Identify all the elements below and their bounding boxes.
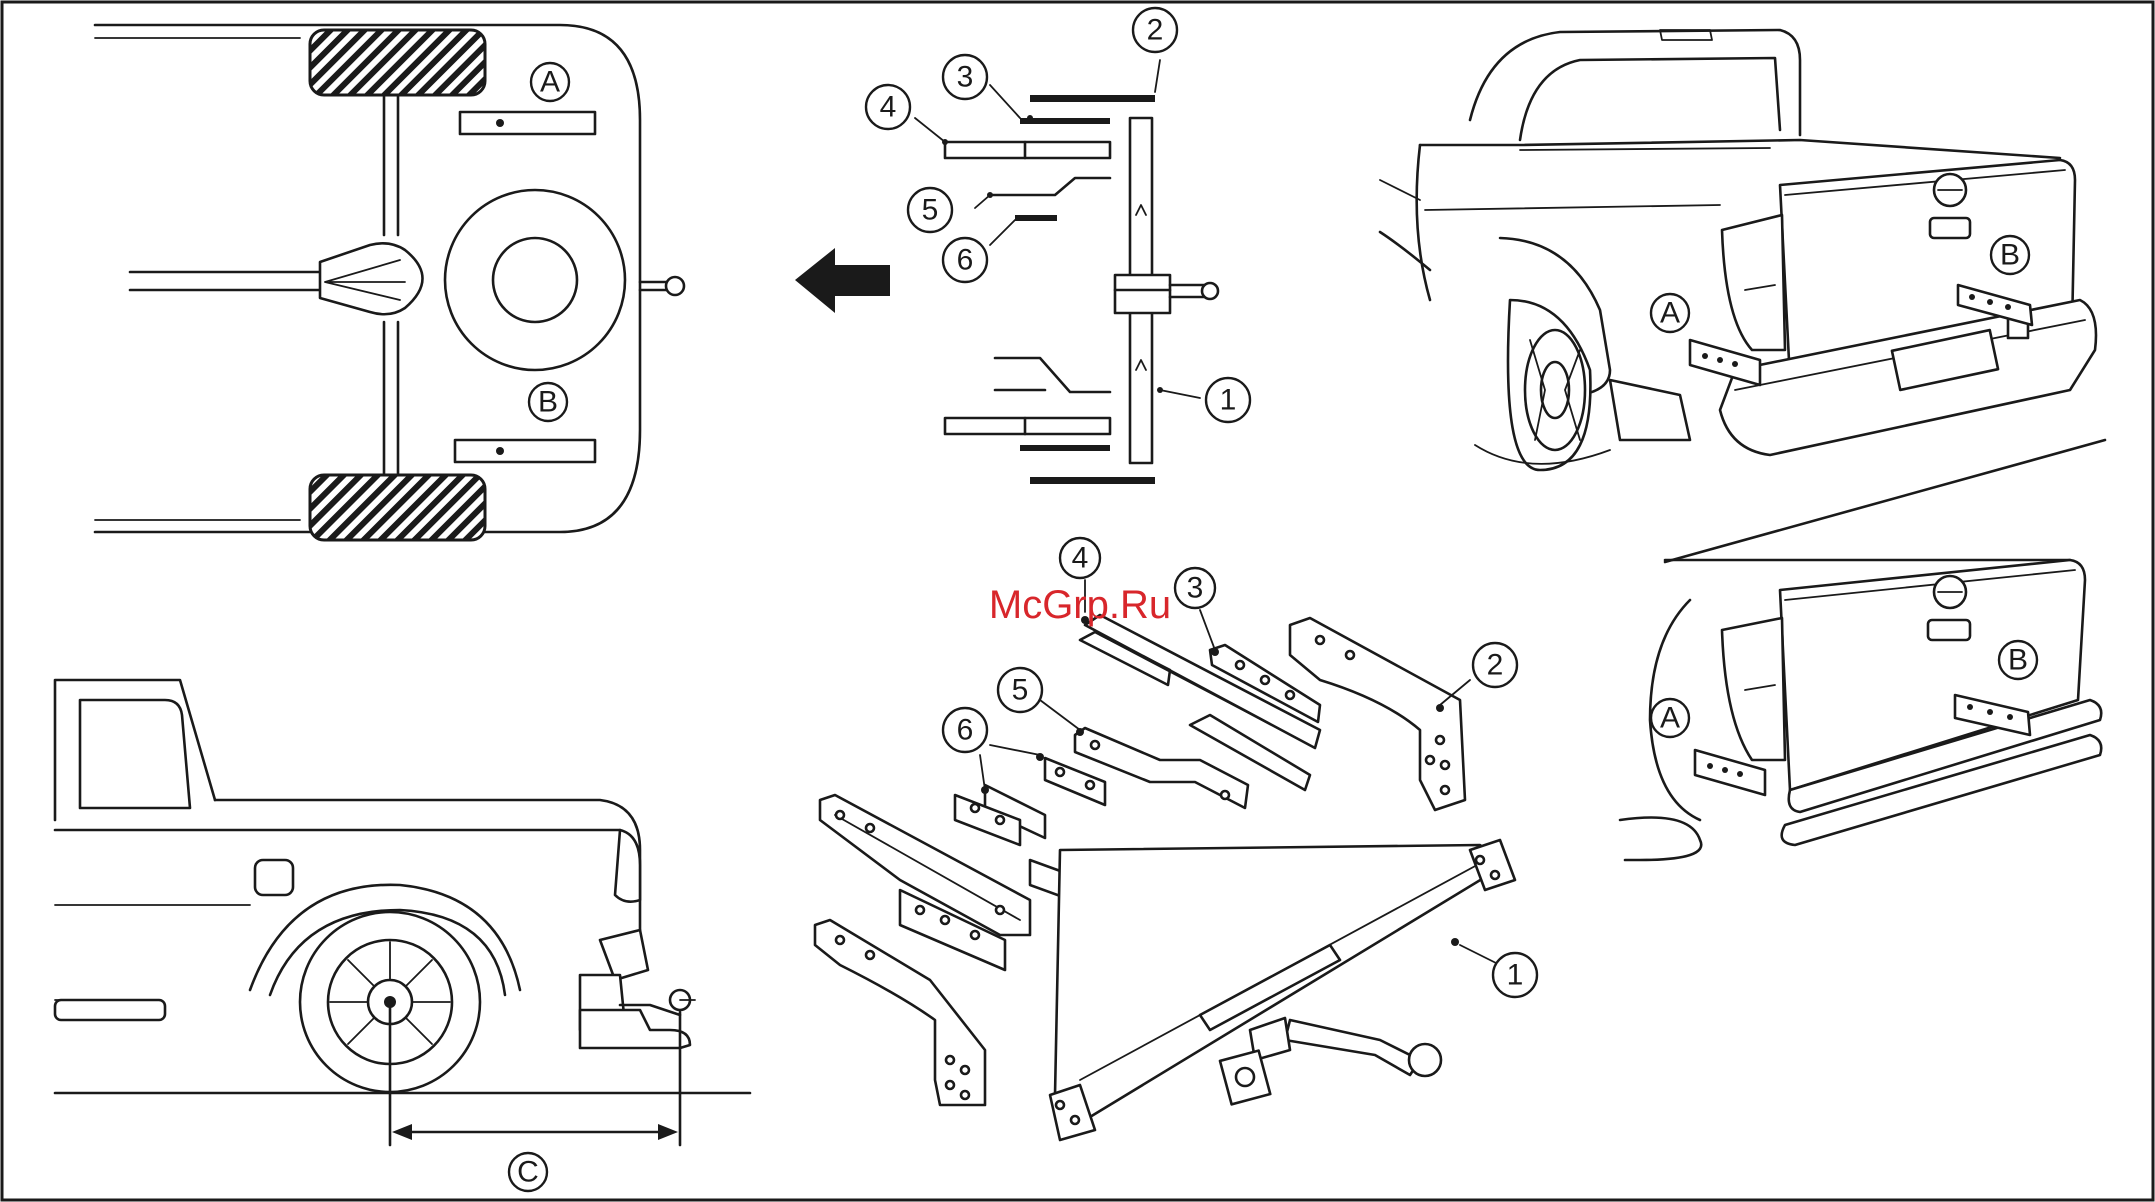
svg-text:2: 2 — [1147, 14, 1164, 47]
label-part-6-exploded: 6 — [943, 708, 987, 752]
svg-text:6: 6 — [957, 714, 974, 747]
side-view: C — [55, 680, 750, 1191]
svg-text:4: 4 — [1072, 542, 1089, 575]
svg-text:5: 5 — [1012, 674, 1029, 707]
label-part-5-exploded: 5 — [998, 668, 1042, 712]
tire-bottom — [310, 475, 485, 540]
svg-text:1: 1 — [1507, 959, 1524, 992]
svg-text:A: A — [540, 66, 560, 99]
pickup-rear-view: A B — [1380, 30, 2096, 470]
watermark: McGrp.Ru — [989, 583, 1171, 627]
svg-text:3: 3 — [957, 61, 974, 94]
label-b-closeup: B — [1999, 641, 2037, 679]
label-part-6-schematic: 6 — [943, 238, 987, 282]
label-part-3-exploded: 3 — [1175, 568, 1215, 608]
label-a-closeup: A — [1651, 699, 1689, 737]
label-part-1-exploded: 1 — [1493, 953, 1537, 997]
svg-text:1: 1 — [1220, 384, 1237, 417]
svg-text:3: 3 — [1187, 572, 1204, 605]
label-a-top-view: A — [531, 63, 569, 101]
svg-text:A: A — [1660, 702, 1680, 735]
label-part-4-schematic: 4 — [866, 85, 910, 129]
label-part-3-schematic: 3 — [943, 55, 987, 99]
label-part-2-exploded: 2 — [1473, 643, 1517, 687]
mount-point-a-bar — [460, 112, 595, 134]
svg-text:C: C — [517, 1156, 539, 1189]
svg-text:2: 2 — [1487, 649, 1504, 682]
label-b-top-view: B — [529, 383, 567, 421]
label-part-2-schematic: 2 — [1133, 8, 1177, 52]
mount-point-b-bar — [455, 440, 595, 462]
label-part-4-exploded: 4 — [1060, 538, 1100, 578]
svg-text:B: B — [538, 386, 558, 419]
tire-top — [310, 30, 485, 95]
svg-text:A: A — [1660, 297, 1680, 330]
direction-arrow-icon — [795, 248, 890, 313]
label-a-rear-view: A — [1651, 294, 1689, 332]
section-divider — [1665, 440, 2105, 562]
label-part-5-schematic: 5 — [908, 188, 952, 232]
svg-text:6: 6 — [957, 244, 974, 277]
label-part-1-schematic: 1 — [1206, 378, 1250, 422]
svg-text:5: 5 — [922, 194, 939, 227]
exploded-parts: 4 3 2 5 6 1 — [815, 538, 1537, 1140]
chassis-top-view: A B — [95, 25, 684, 540]
svg-text:B: B — [2000, 239, 2020, 272]
tailgate-closeup: A B — [1620, 560, 2101, 860]
svg-text:B: B — [2008, 644, 2028, 677]
exploded-schematic: 2 3 4 5 6 1 — [866, 8, 1250, 484]
label-c-dimension: C — [509, 1153, 547, 1191]
svg-text:4: 4 — [880, 91, 897, 124]
label-b-rear-view: B — [1991, 236, 2029, 274]
